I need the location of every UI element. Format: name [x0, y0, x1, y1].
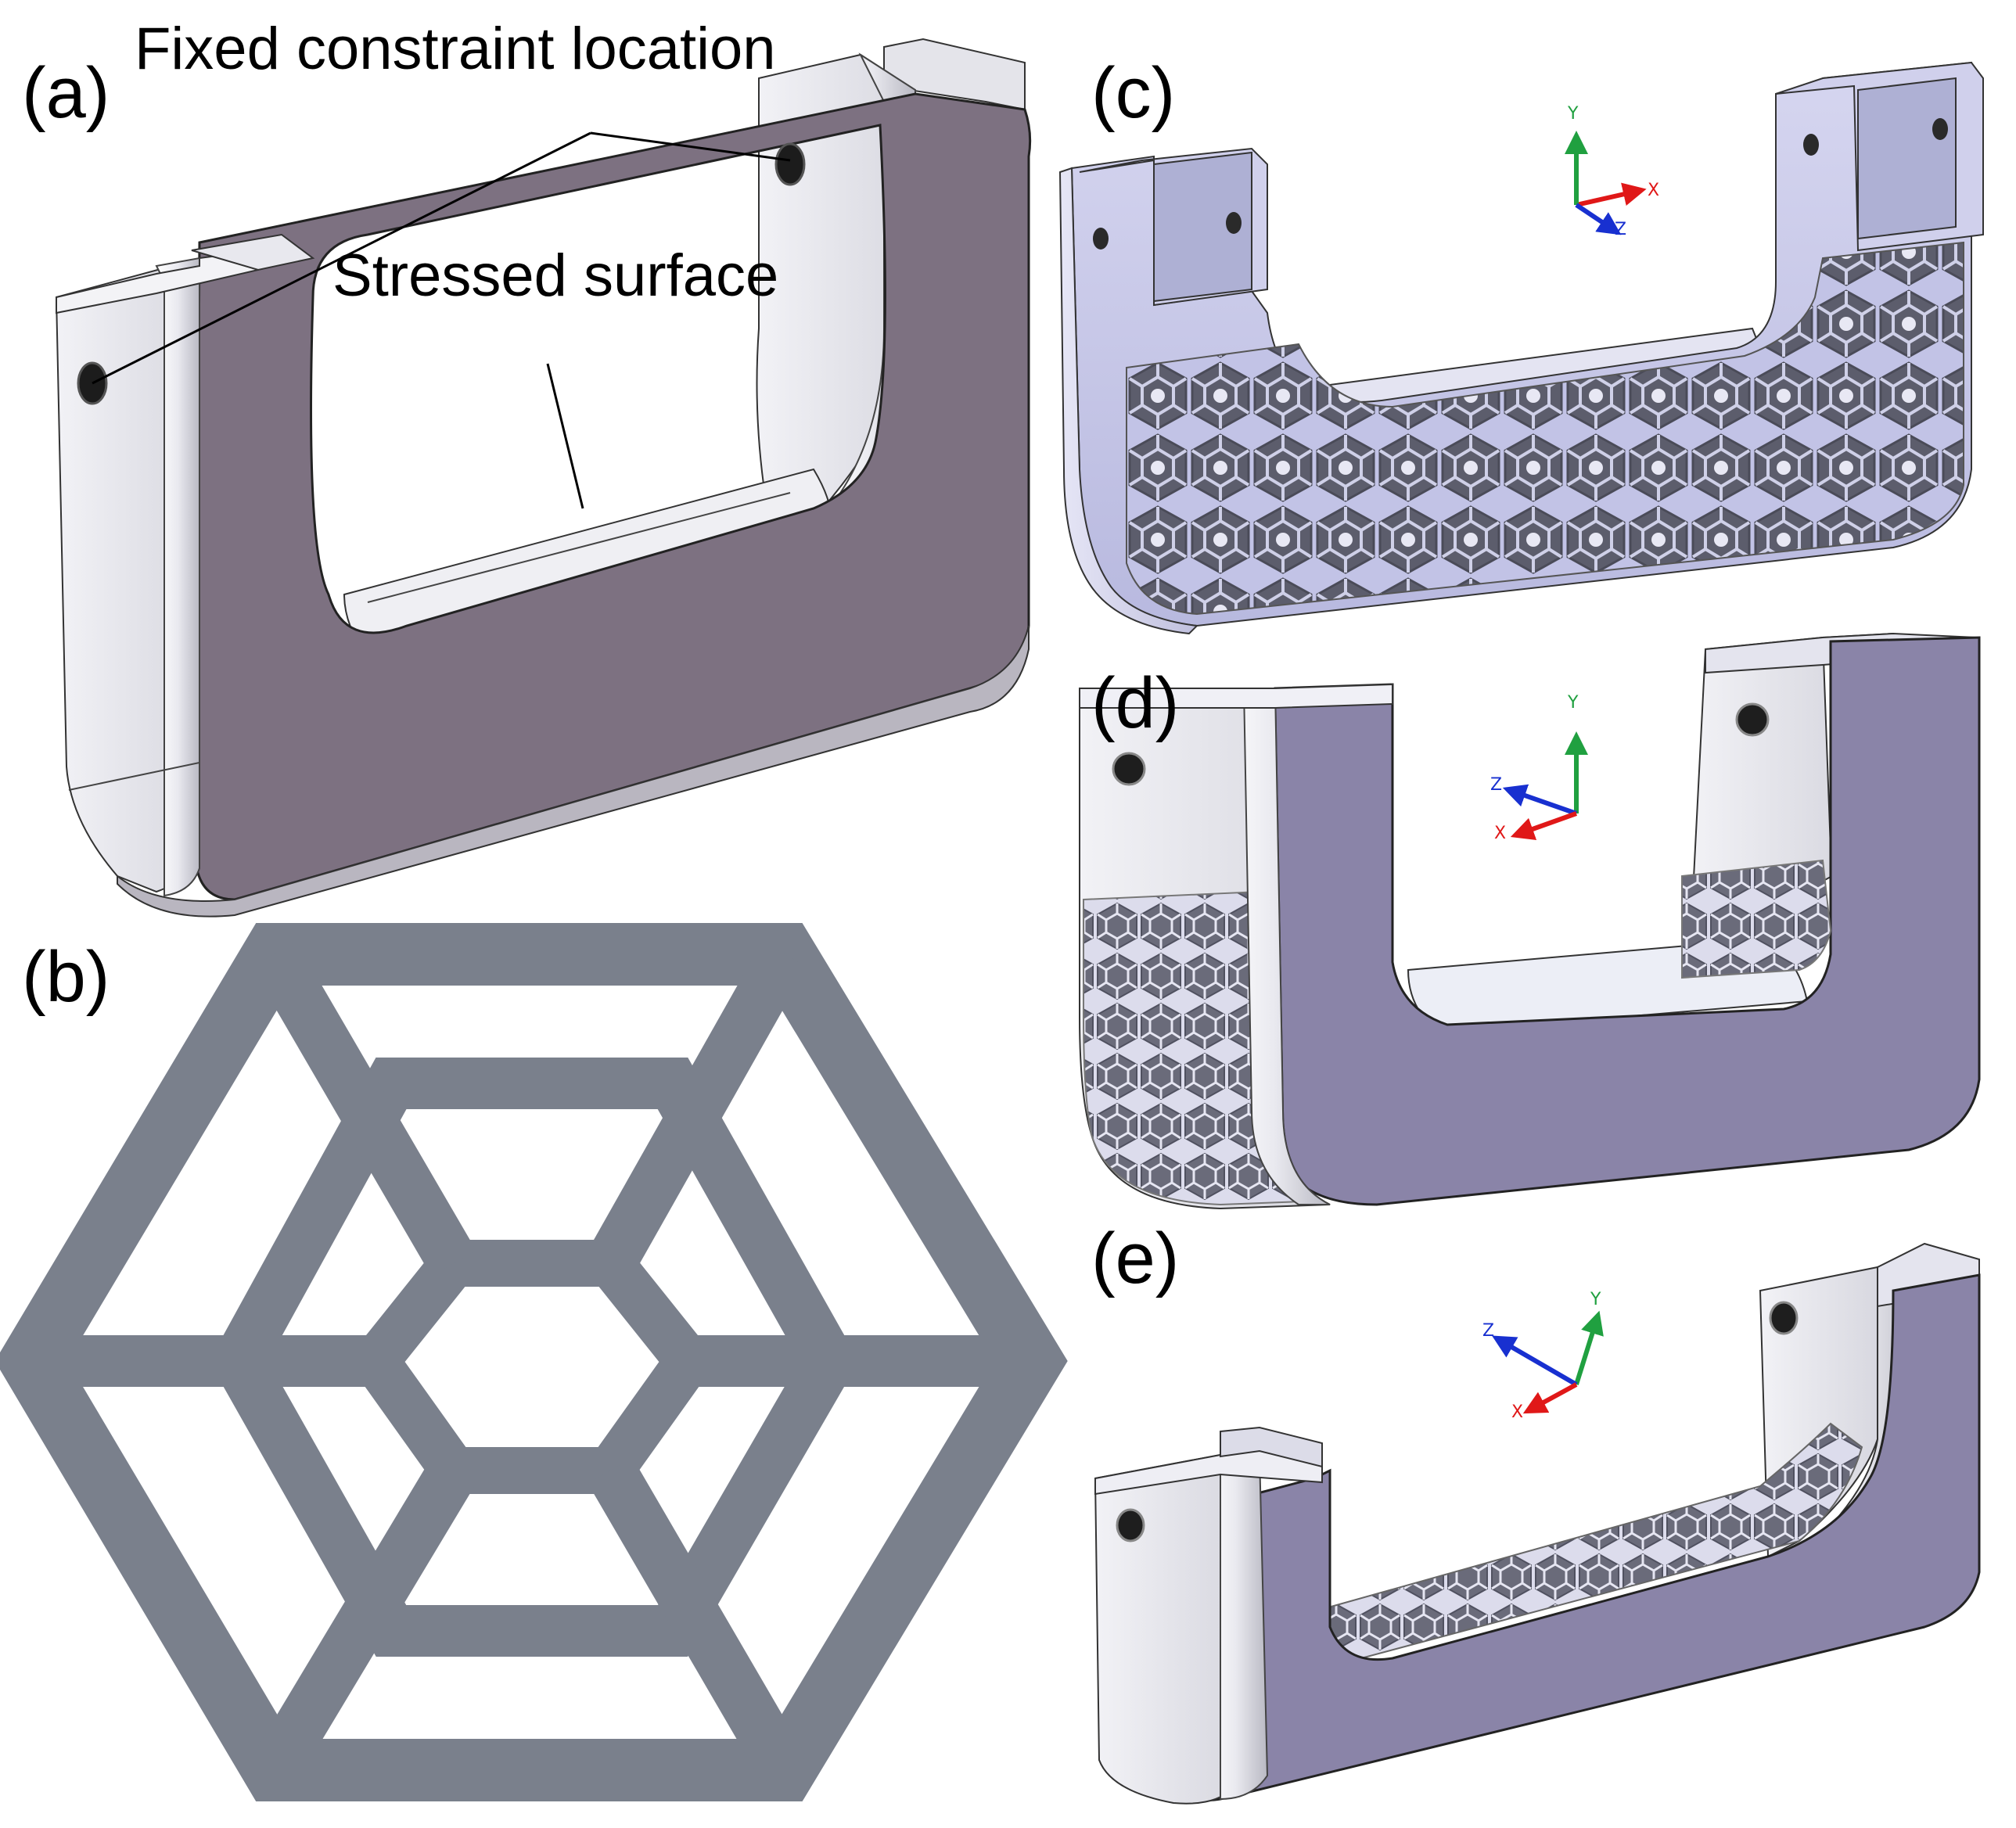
axis-x-label-e: X	[1511, 1402, 1523, 1422]
axis-triad-e: Y Z X	[1482, 1290, 1604, 1422]
lattice-inner-region	[1681, 859, 1832, 979]
label-panel-c: (c)	[1091, 53, 1175, 133]
label-panel-d: (d)	[1091, 663, 1179, 743]
axis-z-label-d: Z	[1490, 775, 1502, 795]
panel-a-bracket-model: (a) Fixed constraint location Stressed s…	[22, 16, 1032, 918]
axis-x-label-d: X	[1494, 824, 1506, 843]
axis-y-label-e: Y	[1590, 1290, 1601, 1309]
axis-triad-c: X Y Z	[1565, 104, 1659, 239]
label-fixed-constraint: Fixed constraint location	[135, 16, 776, 82]
panel-b-unit-cell: (b)	[0, 923, 1068, 1801]
axis-z-label-e: Z	[1482, 1321, 1494, 1341]
label-panel-a: (a)	[22, 53, 110, 133]
axis-z-label: Z	[1615, 220, 1626, 239]
inner-hexagon	[346, 1240, 718, 1494]
panel-d-lattice-side: Y Z X (d)	[1079, 632, 1981, 1210]
label-stressed-surface: Stressed surface	[332, 242, 778, 309]
axis-triad-d: Y Z X	[1490, 693, 1588, 843]
panel-c-lattice-front: X Y Z (c)	[1058, 53, 1984, 635]
axis-y-label: Y	[1567, 104, 1579, 124]
label-panel-e: (e)	[1091, 1219, 1179, 1298]
panel-e-lattice-floor: Y Z X (e)	[1091, 1219, 1981, 1805]
label-panel-b: (b)	[22, 937, 110, 1017]
axis-x-label: X	[1648, 181, 1659, 200]
axis-y-label-d: Y	[1567, 693, 1579, 713]
lattice-infill-region	[1126, 241, 1964, 616]
